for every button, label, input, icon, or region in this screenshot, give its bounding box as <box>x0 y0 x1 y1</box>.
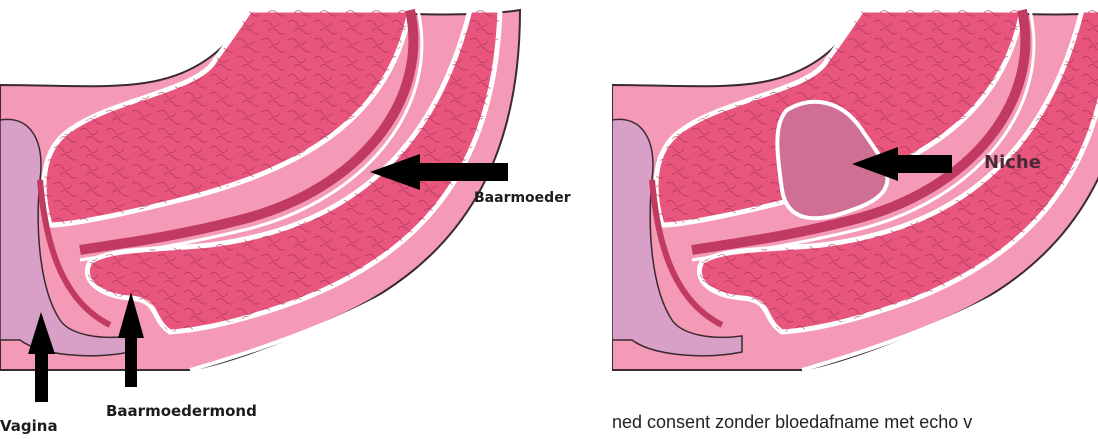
uterus-illustration-right <box>612 0 1098 380</box>
label-niche: Niche <box>984 152 1041 173</box>
uterus-diagram-right <box>612 0 1098 380</box>
label-vagina: Vagina <box>0 417 58 435</box>
label-baarmoedermond: Baarmoedermond <box>106 402 257 420</box>
caption-text: ned consent zonder bloedafname met echo … <box>612 412 1098 433</box>
label-baarmoeder: Baarmoeder <box>474 190 571 206</box>
